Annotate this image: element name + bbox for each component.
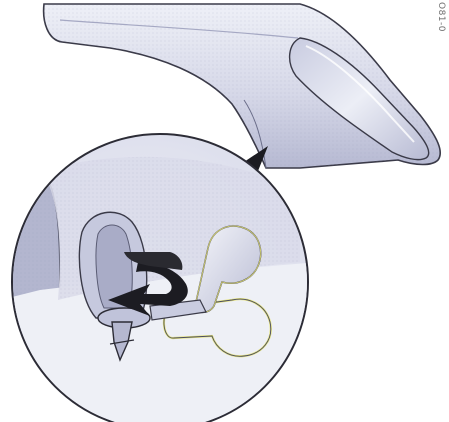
detail-magnifier	[0, 134, 320, 422]
roof-section	[44, 4, 441, 168]
figure-reference-code: O81-0	[430, 2, 446, 52]
